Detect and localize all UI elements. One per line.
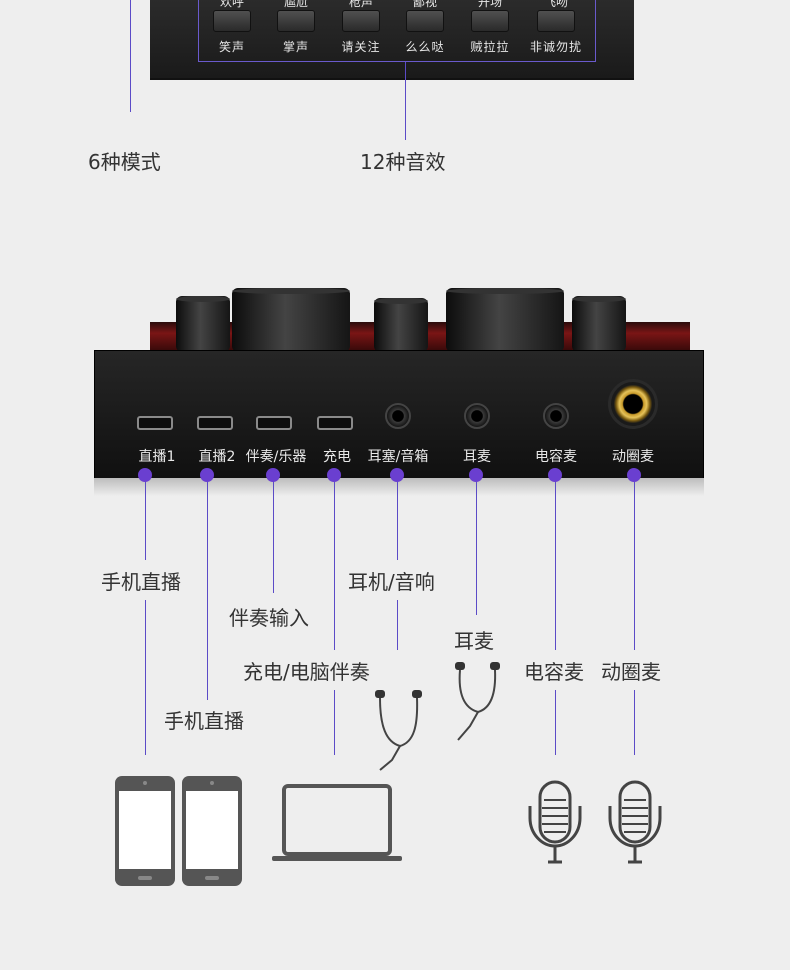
small-knob[interactable]: [374, 298, 428, 352]
callout-phone-live-1: 手机直播: [101, 570, 181, 594]
effect-button[interactable]: [406, 10, 444, 32]
effect-button-group[interactable]: 枪声 请关注: [331, 0, 391, 55]
callout-line: [397, 475, 398, 560]
callout-line: [405, 62, 406, 140]
effect-button[interactable]: [277, 10, 315, 32]
earphone-icon: [375, 690, 422, 771]
callout-earphone-speaker: 耳机/音响: [348, 570, 435, 594]
effect-label: 请关注: [341, 40, 381, 54]
port-marker-dot: [327, 468, 341, 482]
callout-line: [555, 475, 556, 650]
small-knob[interactable]: [176, 296, 230, 352]
effect-cap-label: 鄙视: [412, 0, 437, 9]
port-marker-dot: [548, 468, 562, 482]
effect-label: 非诚勿扰: [529, 40, 582, 54]
port-marker-dot: [138, 468, 152, 482]
device-shadow: [94, 478, 704, 496]
port-label: 直播1: [138, 449, 176, 465]
effects-highlight-frame: [198, 0, 596, 62]
usb-port-live1[interactable]: [137, 416, 173, 430]
callout-phone-live-2: 手机直播: [164, 709, 244, 733]
port-label: 耳麦: [463, 449, 491, 465]
effect-button[interactable]: [213, 10, 251, 32]
callout-line: [634, 690, 635, 755]
jack-condenser-mic[interactable]: [543, 403, 569, 429]
usb-port-charge[interactable]: [317, 416, 353, 430]
effect-cap-label: 枪声: [348, 0, 373, 9]
callout-line: [145, 475, 146, 560]
callout-line: [130, 0, 131, 112]
port-marker-dot: [266, 468, 280, 482]
jack-dynamic-mic[interactable]: [608, 379, 658, 429]
callout-line: [397, 600, 398, 650]
callout-headset: 耳麦: [454, 629, 494, 653]
microphone-icon: [528, 780, 582, 864]
callout-accompaniment: 伴奏输入: [229, 606, 309, 630]
effect-button-group[interactable]: 鄙视 么么哒: [395, 0, 455, 55]
sound-card-front-panel: 直播1 直播2 伴奏/乐器 充电 耳塞/音箱 耳麦 电容麦 动圈麦: [94, 350, 704, 480]
port-label: 直播2: [198, 449, 236, 465]
effect-cap-label: 开场: [477, 0, 502, 9]
effect-button[interactable]: [537, 10, 575, 32]
effect-cap-label: 欢呼: [219, 0, 244, 9]
jack-headset[interactable]: [464, 403, 490, 429]
effect-button-group[interactable]: 欢呼 笑声: [202, 0, 262, 55]
effect-button[interactable]: [471, 10, 509, 32]
port-marker-dot: [200, 468, 214, 482]
laptop-icon: [272, 784, 402, 861]
effect-button-group[interactable]: 尴尬 掌声: [266, 0, 326, 55]
phone-icon: [115, 776, 175, 886]
callout-charge-pc: 充电/电脑伴奏: [243, 660, 370, 684]
port-label: 伴奏/乐器: [245, 449, 307, 465]
port-label: 动圈麦: [612, 449, 654, 465]
usb-port-accompaniment[interactable]: [256, 416, 292, 430]
jack-earphone-speaker[interactable]: [385, 403, 411, 429]
callout-line: [634, 475, 635, 650]
callout-line: [334, 475, 335, 650]
large-knob[interactable]: [232, 288, 350, 352]
effect-button-group[interactable]: 飞吻 非诚勿扰: [526, 0, 586, 55]
callout-line: [334, 690, 335, 755]
port-marker-dot: [627, 468, 641, 482]
effect-button-group[interactable]: 开场 贼拉拉: [460, 0, 520, 55]
modes-label: 6种模式: [88, 150, 161, 174]
callout-line: [476, 475, 477, 615]
port-label: 充电: [323, 449, 351, 465]
effect-label: 掌声: [282, 40, 309, 54]
effect-cap-label: 飞吻: [543, 0, 568, 9]
callout-dynamic-mic: 动圈麦: [601, 660, 661, 684]
callout-line: [555, 690, 556, 755]
callout-line: [207, 475, 208, 700]
usb-port-live2[interactable]: [197, 416, 233, 430]
callout-line: [145, 600, 146, 755]
effects-count-label: 12种音效: [360, 150, 446, 174]
port-marker-dot: [390, 468, 404, 482]
port-label: 耳塞/音箱: [367, 449, 429, 465]
effect-button[interactable]: [342, 10, 380, 32]
effect-label: 贼拉拉: [470, 40, 510, 54]
earphone-icon: [455, 662, 500, 741]
port-label: 电容麦: [535, 449, 577, 465]
large-knob[interactable]: [446, 288, 564, 352]
phone-icon: [182, 776, 242, 886]
callout-condenser-mic: 电容麦: [524, 660, 584, 684]
effect-label: 笑声: [218, 40, 245, 54]
effect-cap-label: 尴尬: [283, 0, 308, 9]
small-knob[interactable]: [572, 296, 626, 352]
callout-line: [273, 475, 274, 593]
microphone-icon: [608, 780, 662, 864]
port-marker-dot: [469, 468, 483, 482]
effect-label: 么么哒: [405, 40, 445, 54]
